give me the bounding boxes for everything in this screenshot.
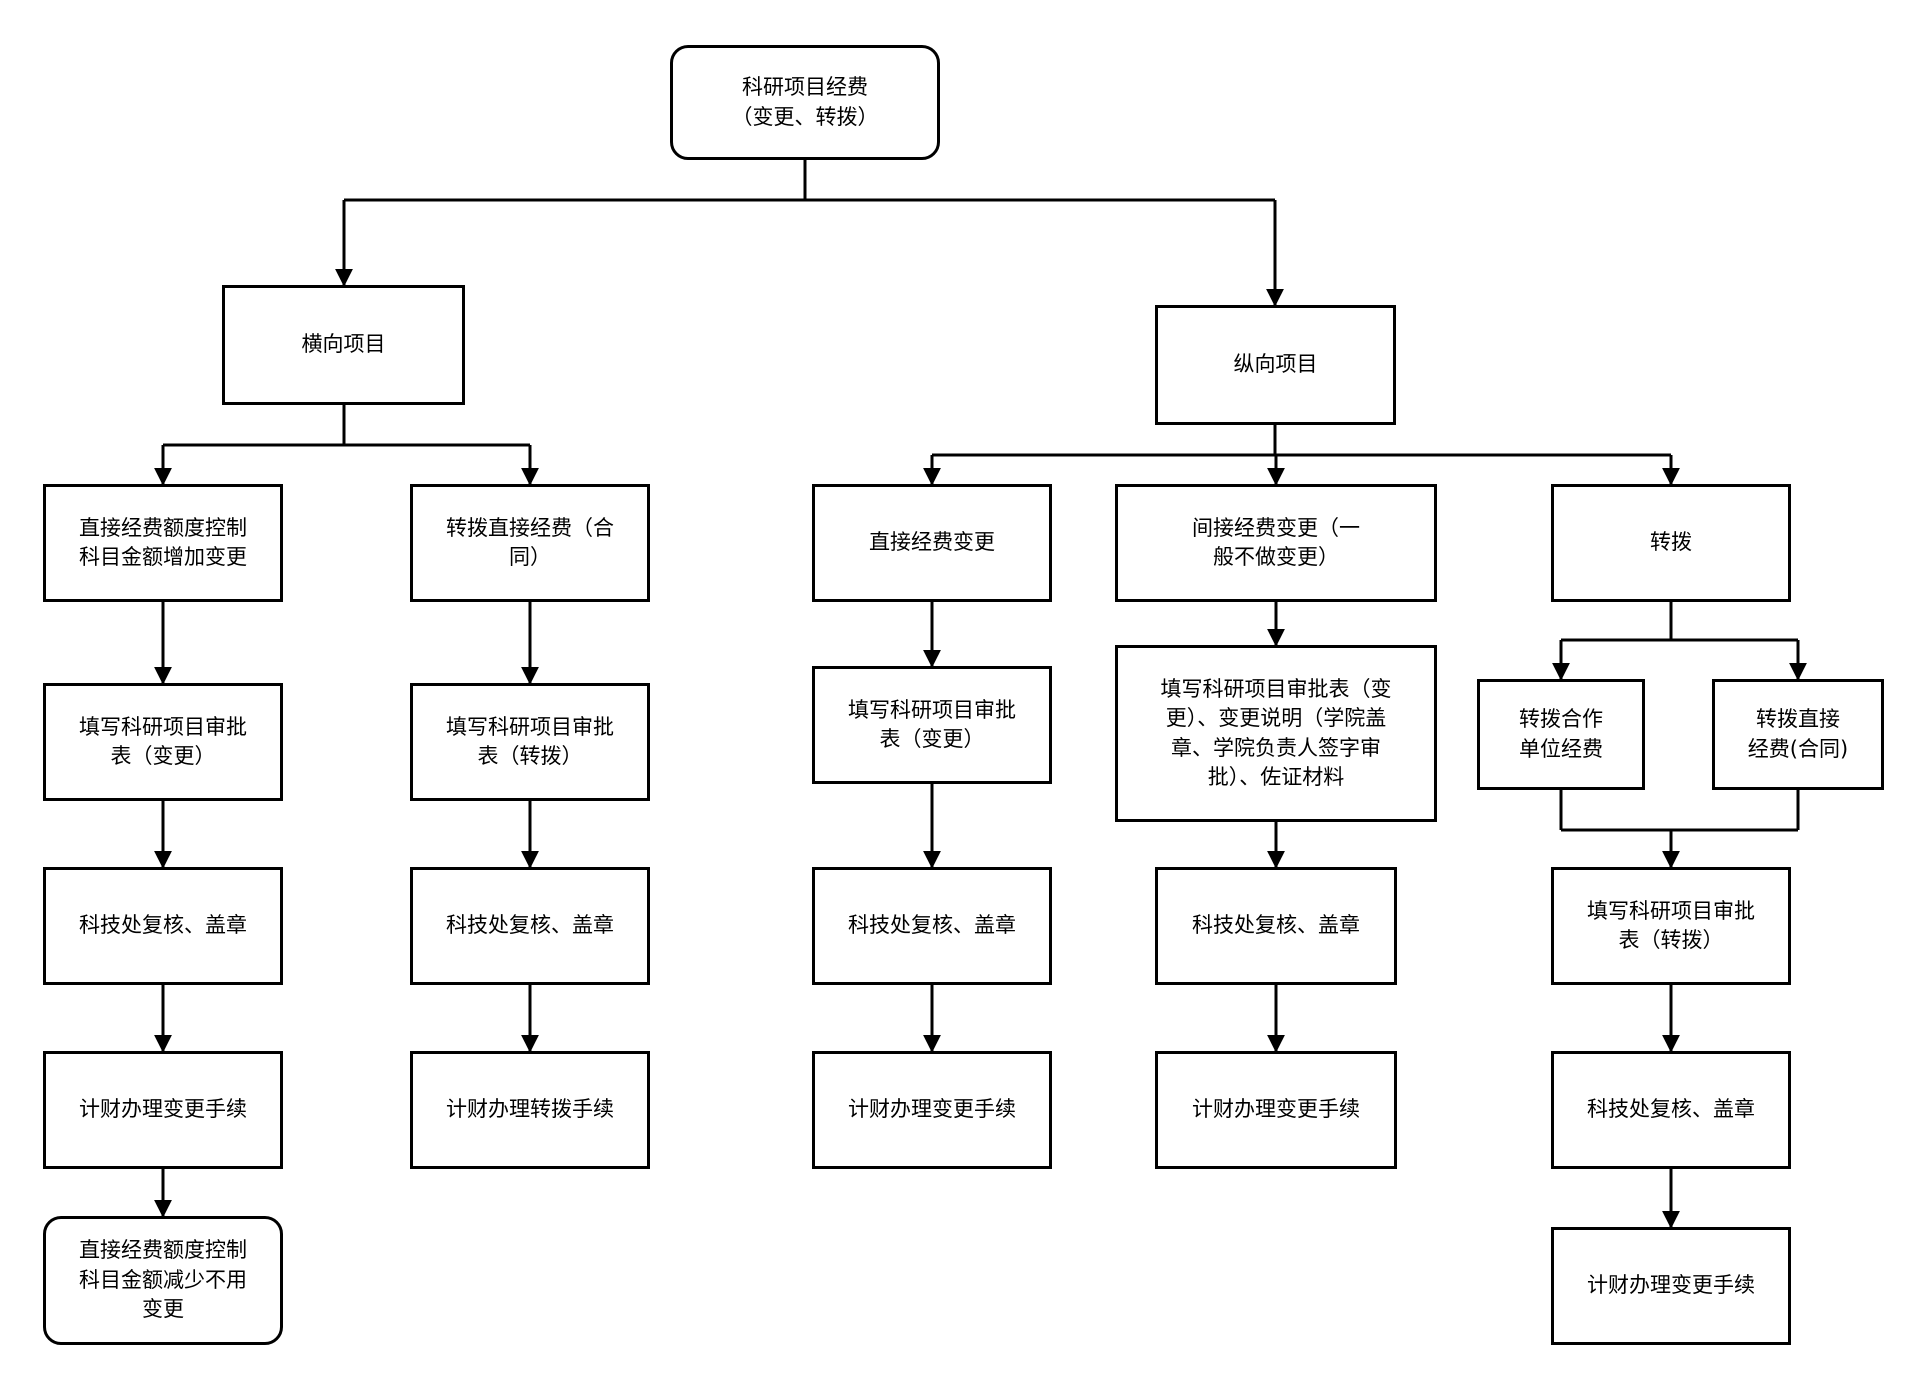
node-h-direct-quota-decrease-note: 直接经费额度控制 科目金额减少不用 变更 [43, 1216, 283, 1345]
node-v-fill-approval-materials: 填写科研项目审批表（变 更）、变更说明（学院盖 章、学院负责人签字审 批）、佐证… [1115, 645, 1437, 822]
node-v-transfer-partner-fund: 转拨合作 单位经费 [1477, 679, 1645, 790]
node-v-finance-change-transfer: 计财办理变更手续 [1551, 1227, 1791, 1345]
node-h-sci-tech-review-change: 科技处复核、盖章 [43, 867, 283, 985]
node-v-sci-tech-review-indirect: 科技处复核、盖章 [1155, 867, 1397, 985]
node-h-fill-approval-transfer: 填写科研项目审批 表（转拨） [410, 683, 650, 801]
node-h-finance-transfer: 计财办理转拨手续 [410, 1051, 650, 1169]
node-v-fill-approval-transfer: 填写科研项目审批 表（转拨） [1551, 867, 1791, 985]
node-vertical-project: 纵向项目 [1155, 305, 1396, 425]
node-root-funding: 科研项目经费 （变更、转拨） [670, 45, 940, 160]
node-h-direct-quota-increase: 直接经费额度控制 科目金额增加变更 [43, 484, 283, 602]
node-v-sci-tech-review-direct: 科技处复核、盖章 [812, 867, 1052, 985]
node-v-sci-tech-review-transfer: 科技处复核、盖章 [1551, 1051, 1791, 1169]
node-v-indirect-fund-change: 间接经费变更（一 般不做变更） [1115, 484, 1437, 602]
node-v-fill-approval-change: 填写科研项目审批 表（变更） [812, 666, 1052, 784]
node-v-finance-change-direct: 计财办理变更手续 [812, 1051, 1052, 1169]
node-h-fill-approval-change: 填写科研项目审批 表（变更） [43, 683, 283, 801]
node-horizontal-project: 横向项目 [222, 285, 465, 405]
node-h-transfer-direct-contract: 转拨直接经费（合 同） [410, 484, 650, 602]
node-v-transfer: 转拨 [1551, 484, 1791, 602]
node-h-sci-tech-review-transfer: 科技处复核、盖章 [410, 867, 650, 985]
node-v-transfer-direct-contract: 转拨直接 经费(合同) [1712, 679, 1884, 790]
node-v-finance-change-indirect: 计财办理变更手续 [1155, 1051, 1397, 1169]
node-v-direct-fund-change: 直接经费变更 [812, 484, 1052, 602]
node-h-finance-change: 计财办理变更手续 [43, 1051, 283, 1169]
